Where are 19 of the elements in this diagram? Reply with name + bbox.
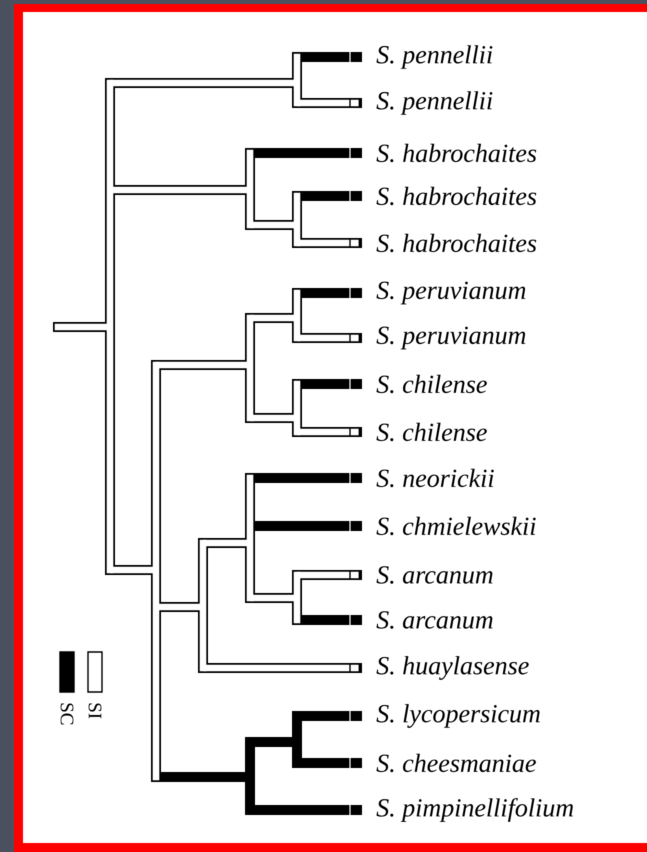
legend-label: SI bbox=[88, 703, 102, 718]
species-label: S. pennellii bbox=[376, 91, 492, 115]
species-label: S. neorickii bbox=[376, 468, 494, 488]
legend-label: SC bbox=[60, 703, 74, 724]
species-label: S. habrochaites bbox=[376, 144, 536, 162]
species-label: S. arcanum bbox=[376, 566, 493, 584]
species-label: S. pennellii bbox=[376, 45, 492, 69]
species-label: S. habrochaites bbox=[376, 186, 536, 206]
species-label: S. chilense bbox=[376, 374, 487, 394]
species-label: S. peruvianum bbox=[376, 326, 526, 350]
species-label: S. peruvianum bbox=[376, 282, 526, 304]
species-label: S. chmielewskii bbox=[376, 516, 536, 536]
species-label: S. arcanum bbox=[376, 611, 493, 629]
species-label: S. cheesmaniae bbox=[376, 754, 536, 772]
species-label: S. huaylasense bbox=[376, 656, 529, 680]
species-label: S. lycopersicum bbox=[376, 704, 540, 728]
species-label: S. chilense bbox=[376, 422, 487, 442]
species-label: S. pimpinellifolium bbox=[376, 798, 574, 822]
species-label: S. habrochaites bbox=[376, 234, 536, 252]
